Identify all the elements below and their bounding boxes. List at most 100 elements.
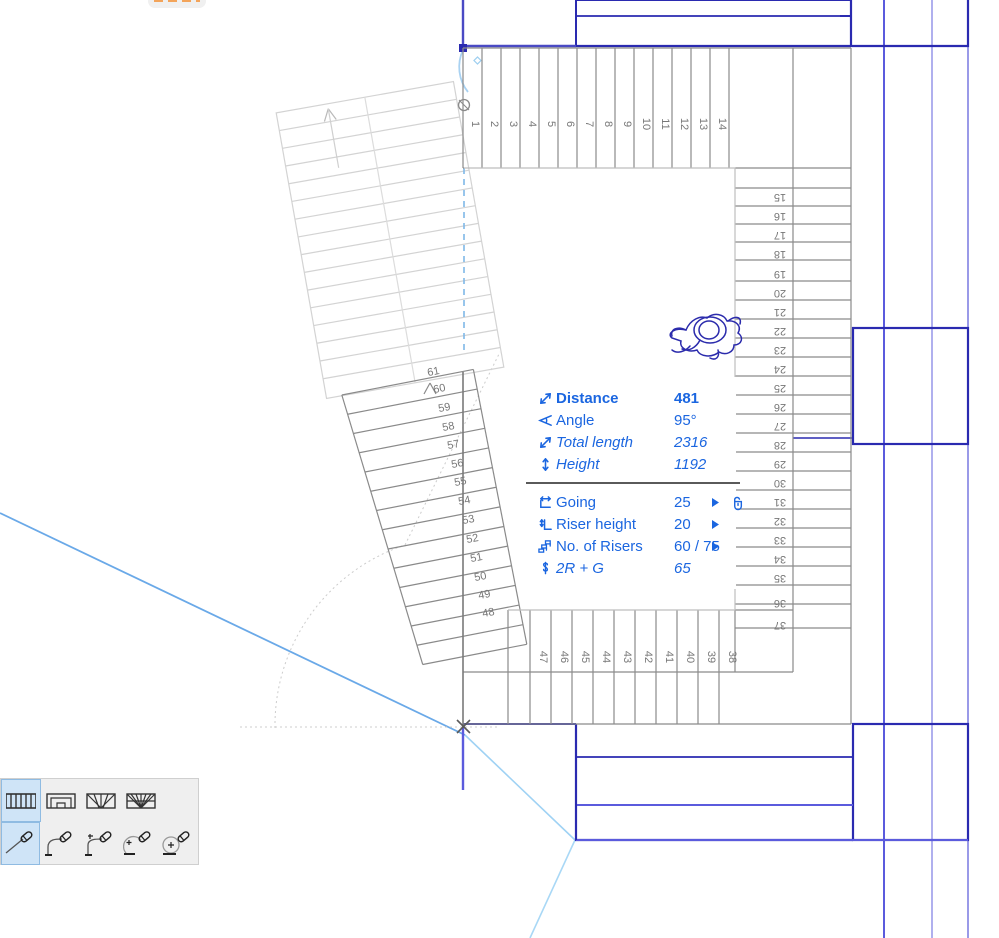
- tread-number-label: 17: [774, 229, 786, 241]
- going-expand-chevron-icon[interactable]: [711, 497, 720, 508]
- tread-number-label: 29: [774, 458, 786, 470]
- tread-number-label: 5: [545, 121, 557, 127]
- measure-label-total-length: Total length: [556, 433, 634, 451]
- tread-number-label: 20: [774, 287, 786, 299]
- arc-draw-tool[interactable]: [40, 822, 79, 865]
- u-shaped-stair-tool[interactable]: [41, 779, 81, 822]
- u-stair-icon: [46, 792, 76, 809]
- measure-label-going: Going: [556, 493, 597, 511]
- tool-palette-row-stair-types: [1, 779, 198, 822]
- formula-icon: [534, 561, 556, 576]
- tread-number-label: 59: [437, 401, 451, 415]
- measure-row-going[interactable]: Going 25: [534, 491, 743, 513]
- angle-icon: [534, 413, 556, 428]
- tread-number-label: 30: [774, 477, 786, 489]
- tread-number-label: 27: [774, 420, 786, 432]
- tread-number-label: 22: [774, 325, 786, 337]
- angle-arc-guide: [240, 351, 501, 729]
- measure-row-riser-height[interactable]: Riser height 20: [534, 513, 724, 535]
- stair-run-top[interactable]: [462, 47, 851, 169]
- measure-value-angle: 95°: [674, 411, 697, 429]
- straight-stair-tool[interactable]: [1, 779, 41, 822]
- dashed-line-style-swatch[interactable]: [148, 0, 206, 8]
- tread-number-label: 7: [583, 121, 595, 127]
- tread-number-label: 39: [705, 651, 717, 663]
- tread-number-label: 50: [473, 570, 487, 584]
- tread-number-label: 47: [537, 651, 549, 663]
- tread-number-label: 60: [432, 382, 446, 396]
- measure-label-riser-height: Riser height: [556, 515, 637, 533]
- measure-label-distance: Distance: [556, 389, 619, 407]
- tread-number-label: 61: [426, 365, 440, 379]
- measure-row-formula[interactable]: 2R + G 65: [534, 557, 724, 579]
- measure-row-angle[interactable]: Angle 95°: [534, 409, 724, 431]
- tread-number-label: 38: [726, 651, 738, 663]
- tread-number-label: 44: [600, 651, 612, 663]
- measure-value-distance: 481: [674, 389, 700, 407]
- tread-number-label: 35: [774, 572, 786, 584]
- measure-row-no-of-risers[interactable]: No. of Risers 60 / 75: [534, 535, 724, 557]
- tread-number-label: 57: [446, 438, 460, 452]
- unlocked-padlock-icon[interactable]: [730, 494, 747, 511]
- tread-number-label: 18: [774, 248, 786, 260]
- corner-arc-guide: [457, 44, 482, 112]
- spiral-stair-tool[interactable]: [121, 779, 161, 822]
- measure-value-formula: 65: [674, 559, 691, 577]
- winder-stair-tool[interactable]: [81, 779, 121, 822]
- stair-run-diagonal[interactable]: [341, 368, 528, 727]
- pen-line-icon: [5, 830, 33, 854]
- straight-stair-icon: [6, 792, 36, 809]
- tread-number-label: 56: [450, 457, 464, 471]
- circle-from-center-tool[interactable]: [159, 822, 198, 865]
- tread-number-label: 12: [678, 118, 690, 130]
- spiral-stair-icon: [126, 792, 156, 809]
- tread-number-label: 49: [477, 588, 491, 602]
- tread-number-label: 36: [774, 597, 786, 609]
- tread-number-label: 8: [602, 121, 614, 127]
- measure-value-no-of-risers: 60 / 75: [674, 537, 720, 555]
- dashed-line-preview-icon: [154, 0, 200, 2]
- measure-row-total-length[interactable]: Total length 2316: [534, 431, 724, 453]
- measure-label-formula: 2R + G: [556, 559, 604, 577]
- center-arc-tool[interactable]: [119, 822, 158, 865]
- pen-tangent-arc-icon: [84, 830, 111, 856]
- riser-height-icon: [534, 517, 556, 532]
- tread-number-label: 40: [684, 651, 696, 663]
- measure-label-angle: Angle: [556, 411, 595, 429]
- tread-number-label: 28: [774, 439, 786, 451]
- guide-line-group: [0, 512, 576, 938]
- tread-number-label: 58: [441, 420, 455, 434]
- tread-number-label: 10: [640, 118, 652, 130]
- tread-number-label: 19: [774, 268, 786, 280]
- distance-icon: [534, 391, 556, 406]
- tread-number-label: 26: [774, 401, 786, 413]
- pen-arc-icon: [45, 830, 72, 856]
- tread-number-label: 34: [774, 553, 786, 565]
- riser-height-expand-chevron-icon[interactable]: [711, 519, 720, 530]
- tread-number-label: 54: [457, 494, 471, 508]
- stair-tool-palette[interactable]: [0, 778, 199, 865]
- measure-value-riser-height: 20: [674, 515, 691, 533]
- x-snap-marker: [456, 719, 471, 734]
- tread-number-label: 32: [774, 515, 786, 527]
- tread-number-label: 51: [469, 551, 483, 565]
- line-draw-tool[interactable]: [1, 822, 41, 865]
- tread-number-label: 37: [774, 619, 786, 631]
- stair-measurement-tooltip[interactable]: Distance 481 Angle 95° Total length 2316: [524, 377, 743, 589]
- no-of-risers-expand-chevron-icon[interactable]: [711, 541, 720, 552]
- measure-value-going: 25: [674, 493, 691, 511]
- panel-divider: [526, 482, 740, 484]
- measure-value-total-length: 2316: [674, 433, 708, 451]
- tread-number-label: 42: [642, 651, 654, 663]
- wall-lines-group: [461, 0, 970, 938]
- measure-row-height[interactable]: Height 1192: [534, 453, 724, 475]
- tread-number-label: 23: [774, 344, 786, 356]
- measure-row-distance[interactable]: Distance 481: [534, 387, 724, 409]
- tangent-arc-tool[interactable]: [80, 822, 119, 865]
- tread-number-label: 48: [481, 606, 495, 620]
